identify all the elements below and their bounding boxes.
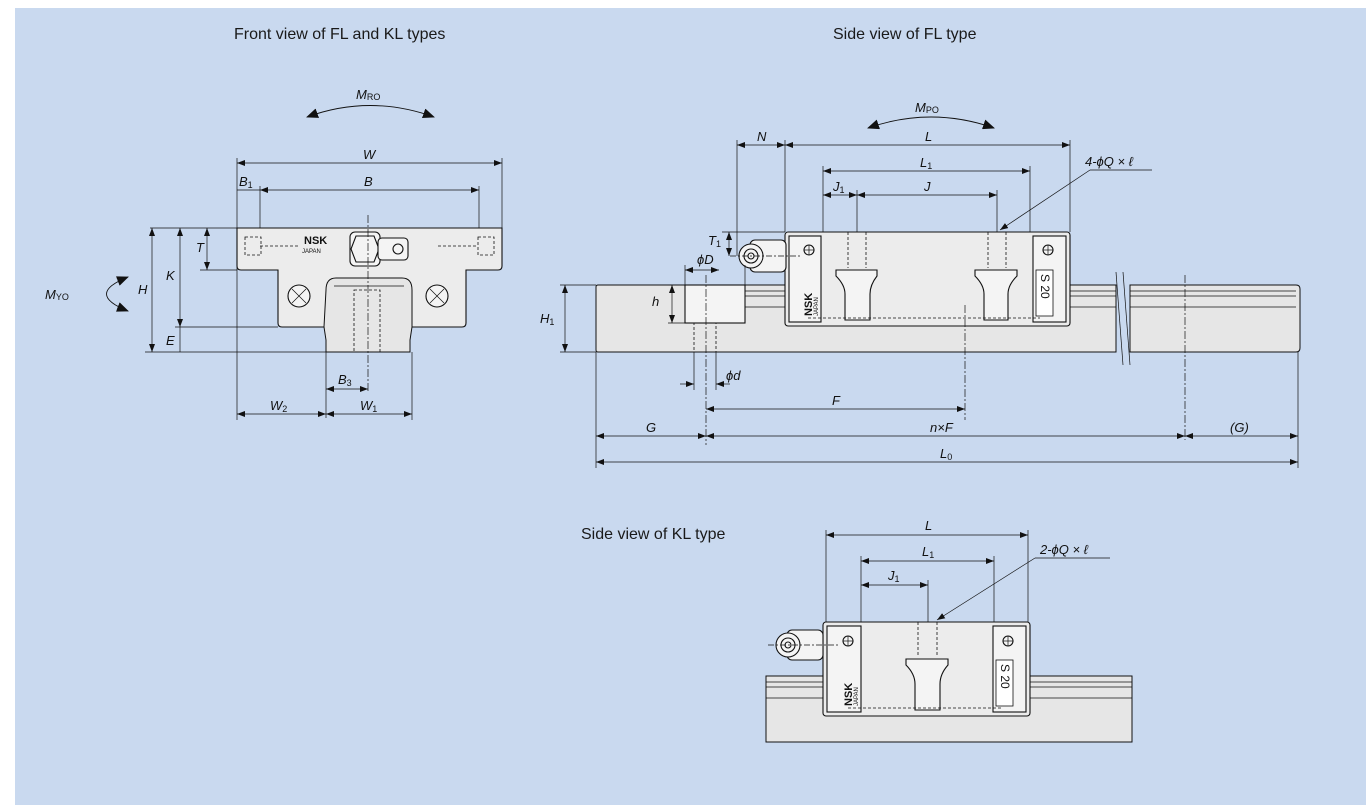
- dim-B1: B1: [239, 174, 253, 190]
- drawing-panel: [15, 8, 1366, 805]
- fl-dim-L0: L0: [940, 446, 952, 462]
- fl-rail-counterbore: [684, 284, 746, 324]
- fl-dim-J1: J1: [832, 179, 845, 195]
- kl-country-mark: JAPAN: [854, 687, 860, 706]
- fl-dim-L: L: [925, 129, 932, 144]
- side-view-kl: NSK JAPAN S 20 L L1 J1 2-ϕQ × ℓ: [765, 518, 1133, 743]
- kl-size-mark: S 20: [998, 664, 1012, 689]
- yaw-moment-arrow: [106, 276, 129, 312]
- dim-T: T: [196, 240, 205, 255]
- fl-dim-J: J: [923, 179, 931, 194]
- moment-roll-label: MRO: [356, 87, 380, 102]
- kl-brand-logo: NSK: [843, 683, 855, 706]
- fl-dim-H1: H1: [540, 311, 554, 327]
- kl-dim-L1: L1: [922, 544, 934, 560]
- dim-W: W: [363, 147, 377, 162]
- dim-B: B: [364, 174, 373, 189]
- kl-dim-J1: J1: [887, 568, 900, 584]
- moment-pitch-label: MPO: [915, 100, 939, 115]
- dim-K: K: [166, 268, 176, 283]
- fl-dim-N: N: [757, 129, 767, 144]
- fl-rail-right: [1129, 284, 1301, 353]
- fl-dim-L1: L1: [920, 155, 932, 171]
- title-side-view-kl: Side view of KL type: [581, 526, 726, 543]
- roll-moment-arrow: [306, 105, 435, 118]
- front-view: MRO MYO NSK JAPAN W: [45, 87, 503, 420]
- kl-dim-holes: 2-ϕQ × ℓ: [1039, 542, 1089, 557]
- fl-dim-nF: n×F: [930, 420, 954, 435]
- fl-block-body: [784, 231, 1071, 327]
- dim-B3: B3: [338, 372, 352, 388]
- title-front-view: Front view of FL and KL types: [234, 26, 446, 43]
- dim-H: H: [138, 282, 148, 297]
- dim-E: E: [166, 333, 175, 348]
- dim-W2: W2: [270, 398, 287, 414]
- fl-dim-phiD: ϕD: [697, 252, 714, 267]
- side-view-fl: MPO NSK JAPAN S 20: [540, 100, 1301, 468]
- kl-dim-L: L: [925, 518, 932, 533]
- fl-dim-F: F: [832, 393, 841, 408]
- fl-dim-phid: ϕd: [726, 368, 741, 383]
- fl-brand-logo: NSK: [803, 293, 815, 316]
- fl-dim-G-paren: (G): [1230, 420, 1249, 435]
- dim-W1: W1: [360, 398, 377, 414]
- front-country-mark: JAPAN: [302, 249, 321, 255]
- pitch-moment-arrow: [867, 116, 995, 130]
- front-brand-logo: NSK: [304, 235, 327, 247]
- fl-dim-T1: T1: [708, 233, 721, 249]
- fl-dim-holes: 4-ϕQ × ℓ: [1085, 154, 1134, 169]
- fl-country-mark: JAPAN: [814, 297, 820, 316]
- fl-dim-h: h: [652, 294, 659, 309]
- title-side-view-fl: Side view of FL type: [833, 26, 977, 43]
- moment-yaw-label: MYO: [45, 287, 69, 302]
- fl-size-mark: S 20: [1038, 274, 1052, 299]
- fl-dim-G: G: [646, 420, 656, 435]
